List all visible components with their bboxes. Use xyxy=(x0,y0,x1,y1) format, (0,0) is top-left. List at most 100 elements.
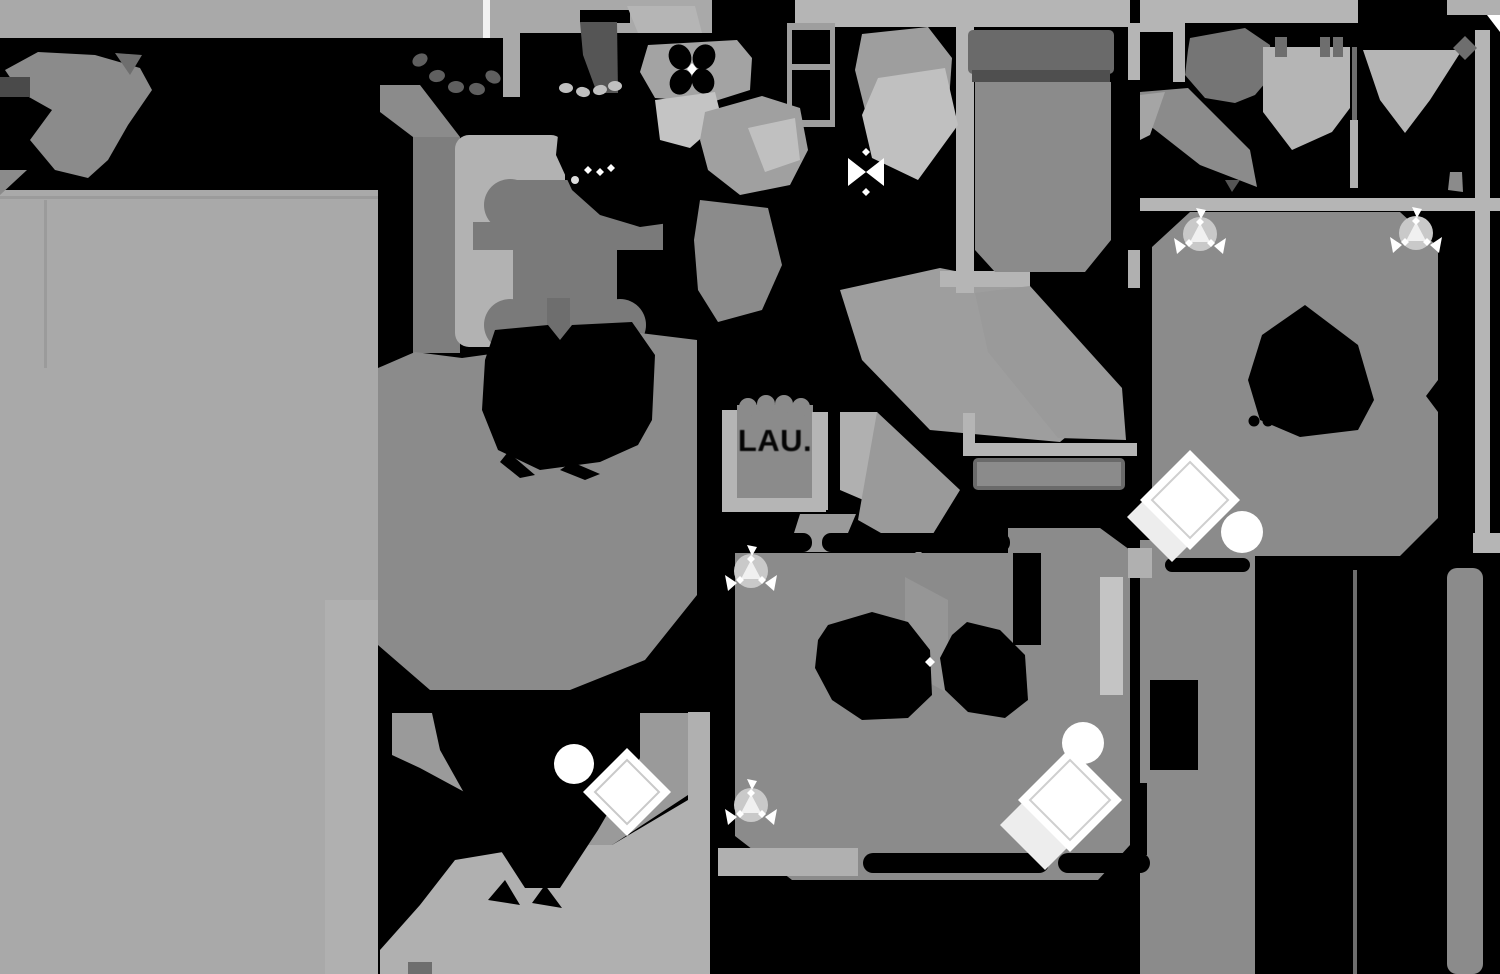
entry-wall-vertical xyxy=(503,0,520,97)
master-blob-left xyxy=(815,612,932,720)
nook-mark-2 xyxy=(532,885,562,908)
tr-stud-1 xyxy=(1275,37,1287,57)
tr-stud-2 xyxy=(1320,37,1330,57)
top-band-divider xyxy=(483,0,490,38)
tr-door-wedge xyxy=(1363,50,1462,133)
laundry-wall-right xyxy=(812,412,828,510)
table-diamond-3 xyxy=(1140,450,1240,550)
tr-bump xyxy=(1448,172,1463,192)
worn-text-mark-2 xyxy=(1262,415,1274,427)
laundry-floor xyxy=(737,405,813,499)
side-table-round-1 xyxy=(554,744,594,784)
tr-wall-stub-v xyxy=(1173,8,1185,82)
table-diamond-3-inner xyxy=(1150,460,1230,540)
hall-wall-stub xyxy=(940,271,1030,287)
right-wall-foot xyxy=(1473,533,1500,553)
entry-dark-wedge xyxy=(580,22,618,93)
top-band-light-wedge xyxy=(627,6,702,33)
worn-mark-light-3 xyxy=(593,84,607,96)
clover-vent-icon-center xyxy=(687,63,697,75)
master-window-bottom-1 xyxy=(863,853,1049,873)
kitchen-wall-vertical xyxy=(956,27,974,293)
tr-closet-shelf xyxy=(1263,47,1350,150)
worn-mark-dark-4 xyxy=(469,82,485,96)
tr-corner-band xyxy=(1447,0,1500,15)
worn-mark-dark-3 xyxy=(448,81,464,93)
worn-text-mark-1 xyxy=(1248,415,1260,427)
bed2-headboard-line xyxy=(972,70,1110,82)
ceiling-fan-icon-1 xyxy=(1174,208,1226,254)
garage-floor xyxy=(0,190,378,974)
br-column-notch xyxy=(1150,680,1198,770)
tr-divider-foot xyxy=(1350,120,1358,188)
laundry-appliance-1 xyxy=(739,398,757,416)
dining-blob-tick-1 xyxy=(500,452,535,478)
bath-vanity xyxy=(700,96,808,195)
top-band-kitchen xyxy=(795,0,1130,27)
table-diamond-2-inner xyxy=(1028,758,1112,842)
master-window-bottom-2 xyxy=(1058,853,1150,873)
clover-vent-icon-petal-se xyxy=(691,68,715,94)
table-diamond-1-inner xyxy=(593,758,661,826)
bowtie-icon-dot-top xyxy=(862,148,870,156)
kitchen-counter-column xyxy=(413,137,460,353)
clover-vent-icon-petal-ne xyxy=(692,44,716,70)
bowtie-icon-left xyxy=(848,158,866,186)
garage-top-line xyxy=(0,196,378,199)
worn-text-mark-8 xyxy=(1346,415,1358,427)
top-band-left xyxy=(0,0,483,38)
great-room-window-2 xyxy=(492,692,682,713)
kitchen-entry-swath xyxy=(380,85,460,137)
master-tiny-diamond xyxy=(925,657,935,667)
window-hole-upper xyxy=(792,30,830,64)
bath-sink xyxy=(748,118,800,172)
dining-black-blob xyxy=(482,322,655,470)
worn-text-mark-3 xyxy=(1276,415,1288,427)
bath2-fixture xyxy=(862,68,958,180)
master-hb-wall-h xyxy=(963,443,1137,456)
worn-mark-light-4 xyxy=(608,81,622,91)
top-band-notch xyxy=(580,10,630,23)
ceiling-fan-icon-2 xyxy=(1390,207,1442,253)
porch-shape xyxy=(5,52,152,178)
nook-mark-1 xyxy=(488,880,520,905)
dining-blob-tick-2 xyxy=(560,462,600,480)
tr-wedge-left xyxy=(1140,92,1165,140)
side-table-round-3 xyxy=(1221,511,1263,553)
laundry-wall-bottom xyxy=(722,498,826,512)
table-diamond-1 xyxy=(583,748,671,836)
master-window-top-2 xyxy=(822,533,1010,552)
br-column-right xyxy=(1447,568,1483,974)
laundry-appliance-2 xyxy=(757,395,775,413)
worn-text-mark-5 xyxy=(1304,415,1316,427)
worn-text-mark-4 xyxy=(1290,415,1302,427)
laundry-room-label: LAU. xyxy=(738,423,812,458)
table-diamond-2 xyxy=(1018,748,1122,852)
garage-vert-line xyxy=(44,200,47,368)
br-hairline xyxy=(1353,570,1357,974)
master-blob-right xyxy=(940,622,1028,718)
great-room-window-1 xyxy=(390,692,482,713)
clover-vent-icon-petal-sw xyxy=(669,69,693,95)
porch-shape-dark xyxy=(115,53,142,75)
tr-corner-white xyxy=(1487,15,1500,32)
counter-knob xyxy=(571,176,579,184)
master-black-column xyxy=(1013,553,1041,645)
bed3-black-blob xyxy=(1248,305,1374,437)
nook-wall-right xyxy=(688,712,710,974)
right-wall xyxy=(1475,30,1490,535)
bed2-wall-stub xyxy=(1128,23,1140,80)
bowtie-icon-right xyxy=(866,158,884,186)
counter-dash-3 xyxy=(607,164,615,172)
wall-above-bed3 xyxy=(1140,198,1500,211)
counter-dash-2 xyxy=(596,168,604,176)
br-column-slit xyxy=(1140,783,1147,855)
worn-mark-dark-2 xyxy=(429,69,445,83)
garage-side-wall xyxy=(325,600,378,974)
nook-dark-square xyxy=(408,962,432,974)
worn-mark-dark-5 xyxy=(485,70,501,84)
tr-wall-stub-h xyxy=(1140,23,1178,32)
